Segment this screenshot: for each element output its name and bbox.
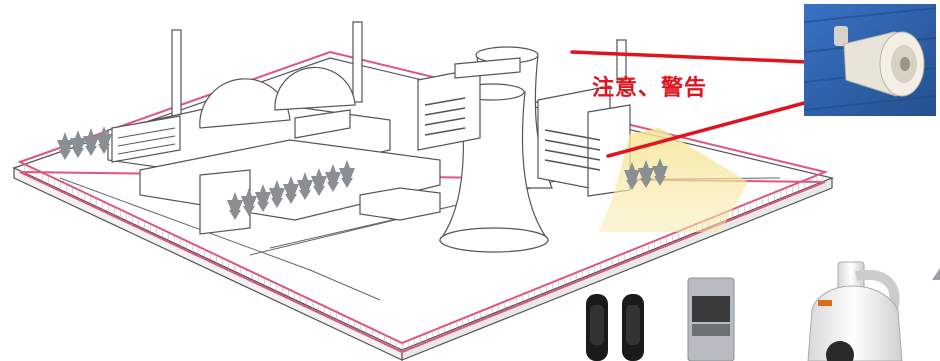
tree-row [57,126,668,220]
beam-sensor-icon [586,294,644,361]
building-windows [424,97,601,171]
reactor-building [107,66,441,235]
detection-zone [598,128,748,232]
warning-label: 注意、警告 [592,76,708,101]
alert-callout-lines [570,50,810,158]
ptz-camera-icon [807,261,903,361]
horn-speaker-icon [804,4,936,116]
corner-triangle-icon [932,268,940,280]
reactor-windows [117,127,176,155]
radar-detector-icon [687,277,735,361]
